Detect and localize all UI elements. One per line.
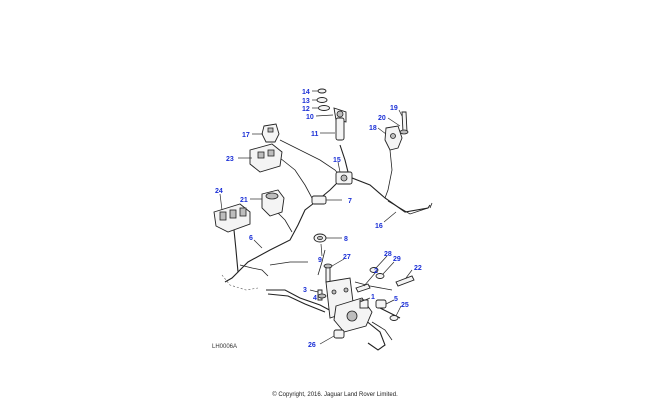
callout-10: 10 (306, 114, 314, 121)
callout-6: 6 (249, 235, 253, 242)
callout-labels: 14 13 12 10 11 17 19 20 18 23 15 24 21 7… (215, 89, 422, 349)
callout-4: 4 (313, 295, 317, 302)
callout-25: 25 (401, 302, 409, 309)
callout-26: 26 (308, 342, 316, 349)
callout-22: 22 (414, 265, 422, 272)
callout-21: 21 (240, 197, 248, 204)
callout-29: 29 (393, 256, 401, 263)
callout-28: 28 (384, 251, 392, 258)
callout-23: 23 (226, 156, 234, 163)
callout-17: 17 (242, 132, 250, 139)
callout-14: 14 (302, 89, 310, 96)
callout-19: 19 (390, 105, 398, 112)
callout-8: 8 (344, 236, 348, 243)
callout-12: 12 (302, 106, 310, 113)
callout-16: 16 (375, 223, 383, 230)
callout-5: 5 (394, 296, 398, 303)
callout-15: 15 (333, 157, 341, 164)
diagram-reference-code: LH0006A (212, 344, 238, 350)
callout-7: 7 (348, 198, 352, 205)
callout-11: 11 (311, 131, 319, 138)
callout-18: 18 (369, 125, 377, 132)
callout-20: 20 (378, 115, 386, 122)
callout-1: 1 (371, 294, 375, 301)
callout-27: 27 (343, 254, 351, 261)
leader-lines (219, 90, 413, 345)
callout-24: 24 (215, 188, 223, 195)
components (213, 88, 415, 339)
callout-2: 2 (374, 268, 378, 275)
callout-13: 13 (302, 98, 310, 105)
copyright-notice: © Copyright, 2016. Jaguar Land Rover Lim… (272, 392, 398, 398)
brake-pipes (221, 139, 433, 351)
callout-9: 9 (318, 257, 322, 264)
callout-3: 3 (303, 287, 307, 294)
